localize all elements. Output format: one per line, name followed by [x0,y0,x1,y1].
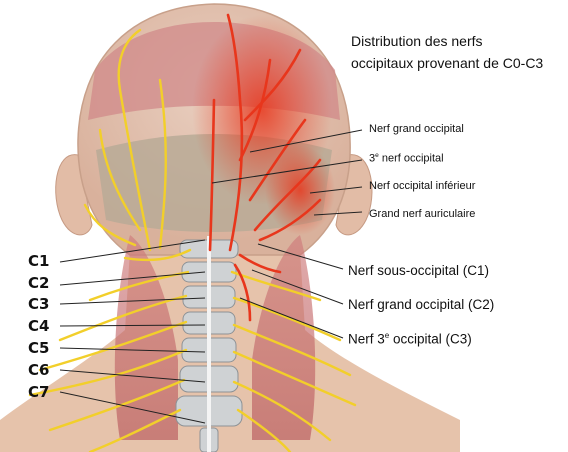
title-line-1: Distribution des nerfs [351,33,483,49]
level-c7: C7 [28,383,50,401]
red-nerves [208,13,322,322]
label-third-occipital-c3: Nerf 3e occipital (C3) [348,331,472,347]
label-grand-auriculaire: Grand nerf auriculaire [369,208,476,220]
label-occipital-inferieur: Nerf occipital inférieur [369,180,476,192]
yellow-nerves [28,28,357,452]
level-c6: C6 [28,361,50,379]
level-c2: C2 [28,274,50,292]
label-grand-occipital: Nerf grand occipital [369,123,464,135]
level-c4: C4 [28,317,50,335]
level-c1: C1 [28,252,50,270]
label-grand-occipital-c2: Nerf grand occipital (C2) [348,297,495,312]
label-sous-occipital: Nerf sous-occipital (C1) [348,263,490,278]
left-ear [55,154,93,236]
title-line-2: occipitaux provenant de C0-C3 [351,55,544,71]
right-neck-muscle [252,235,316,440]
diagram-title: Distribution des nerfs occipitaux proven… [351,30,543,74]
label-third-occipital: 3e nerf occipital [369,152,444,165]
level-c3: C3 [28,295,50,313]
level-c5: C5 [28,339,50,357]
